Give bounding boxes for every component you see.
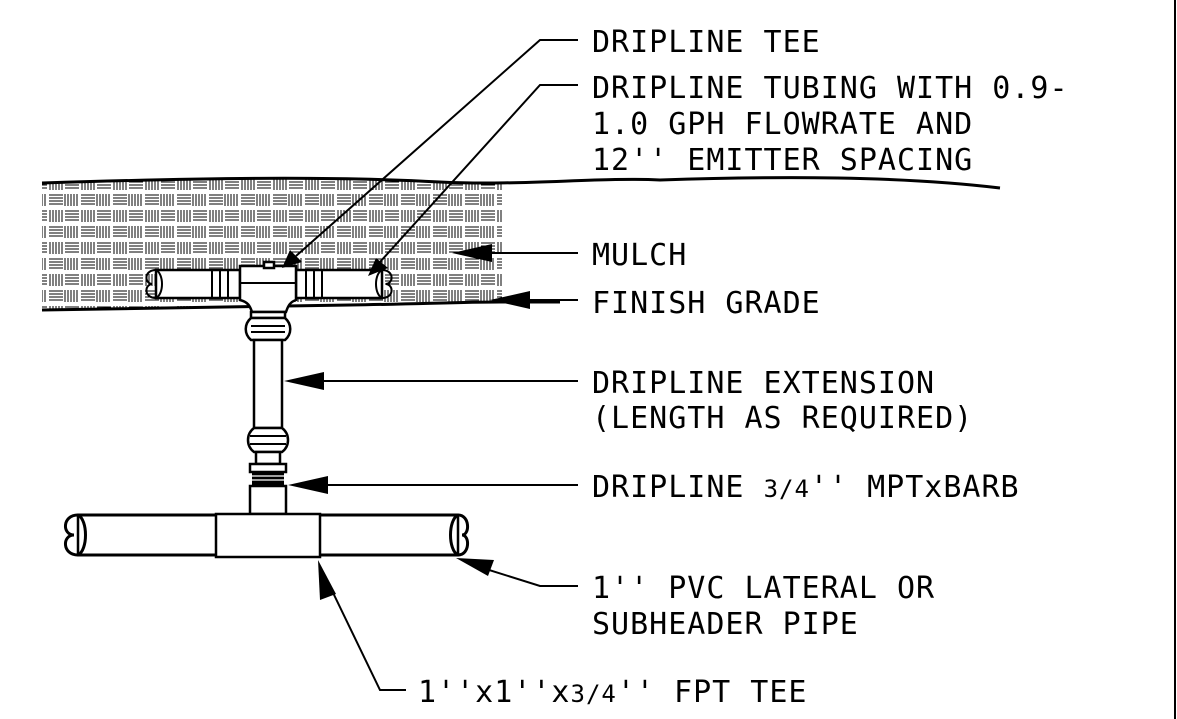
finish-grade-line: [41, 300, 560, 312]
label-dripline-tubing-line3: 12'' EMITTER SPACING: [592, 143, 973, 178]
label-extension-line2: (LENGTH AS REQUIRED): [592, 401, 973, 436]
label-finish-grade: FINISH GRADE: [592, 286, 821, 321]
label-mpt-barb-adapter: DRIPLINE 3/4'' MPTxBARB: [592, 470, 1020, 505]
mulch-layer: [41, 176, 1001, 310]
leader-lines: [282, 39, 578, 691]
label-fpt-tee: 1''x1''x3/4'' FPT TEE: [418, 675, 807, 710]
label-pvc-lateral-line2: SUBHEADER PIPE: [592, 607, 859, 642]
fpt-tee-fitting: [214, 512, 322, 559]
dripline-tee-fitting: [238, 260, 298, 314]
label-extension-line1: DRIPLINE EXTENSION: [592, 366, 935, 401]
mpt-barb-adapter: [248, 462, 288, 516]
label-dripline-tubing-line1: DRIPLINE TUBING WITH 0.9-: [592, 71, 1069, 106]
label-pvc-lateral-line1: 1'' PVC LATERAL OR: [592, 571, 935, 606]
dripline-extension: [244, 310, 292, 466]
mulch-top-surface: [41, 176, 1001, 190]
dripline-tubing: [145, 268, 393, 300]
label-dripline-tee: DRIPLINE TEE: [592, 25, 821, 60]
callout-labels: DRIPLINE TEE DRIPLINE TUBING WITH 0.9- 1…: [418, 25, 1069, 710]
label-dripline-tubing-line2: 1.0 GPH FLOWRATE AND: [592, 107, 973, 142]
label-mulch: MULCH: [592, 238, 687, 273]
